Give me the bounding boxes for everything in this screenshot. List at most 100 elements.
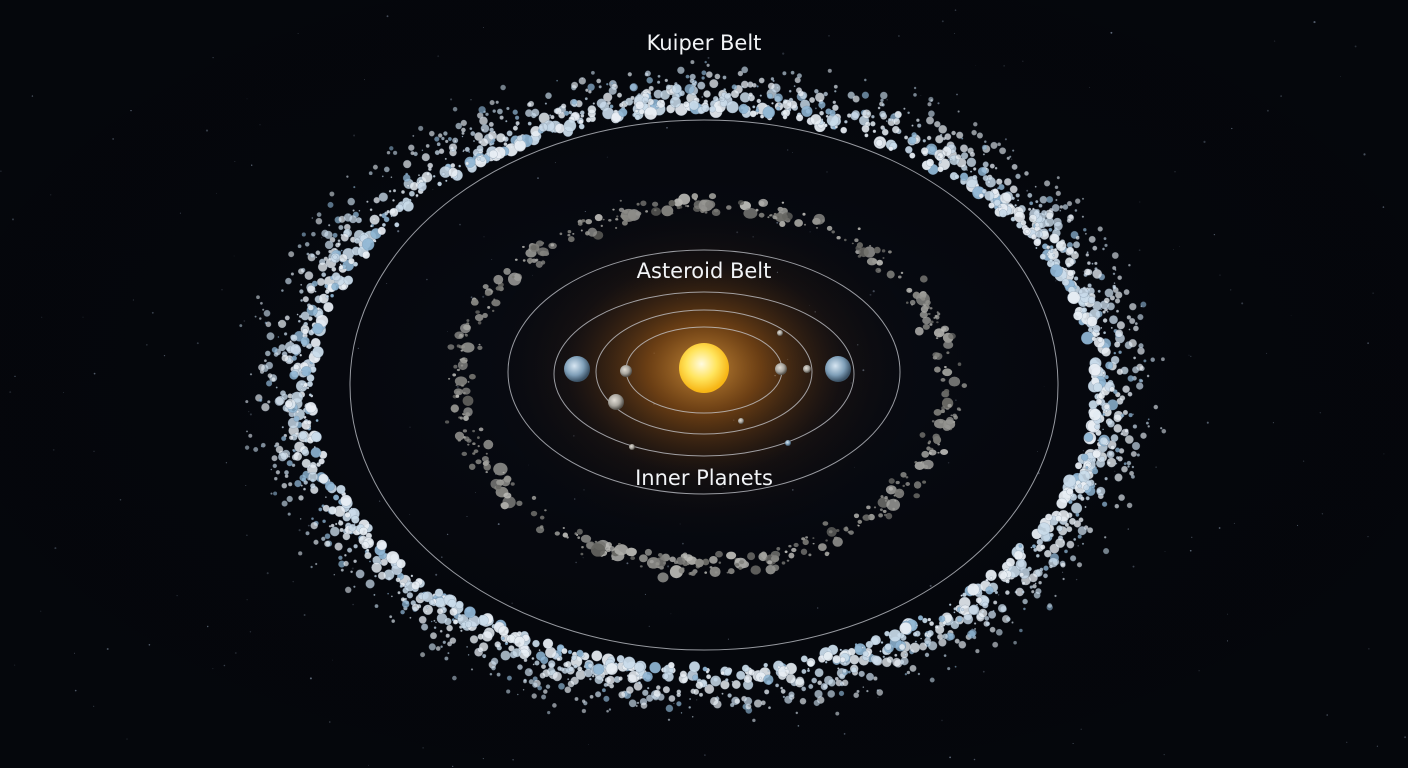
kuiper-object-icon (864, 133, 869, 138)
kuiper-object-icon (753, 699, 763, 708)
kuiper-object-icon (814, 689, 823, 699)
kuiper-object-icon (810, 113, 822, 126)
kuiper-object-icon (1086, 316, 1098, 327)
kuiper-object-icon (489, 99, 495, 106)
kuiper-object-icon (832, 104, 839, 112)
kuiper-object-icon (929, 677, 935, 683)
kuiper-object-icon (369, 214, 380, 225)
star-dot (584, 210, 586, 213)
kuiper-object-icon (271, 376, 276, 382)
kuiper-object-icon (347, 197, 356, 206)
kuiper-object-icon (909, 642, 921, 654)
kuiper-object-icon (608, 86, 617, 95)
kuiper-object-icon (627, 670, 640, 683)
kuiper-object-icon (927, 629, 934, 637)
kuiper-object-icon (1132, 366, 1140, 374)
kuiper-object-icon (667, 718, 671, 722)
kuiper-object-icon (1081, 307, 1088, 314)
kuiper-object-icon (340, 283, 347, 290)
asteroid-icon (947, 403, 952, 408)
kuiper-object-icon (1106, 302, 1115, 311)
kuiper-object-icon (1102, 428, 1104, 431)
kuiper-object-icon (585, 88, 589, 92)
star-dot (1114, 470, 1116, 472)
kuiper-object-icon (306, 386, 310, 390)
asteroid-icon (474, 314, 484, 322)
kuiper-object-icon (1087, 283, 1092, 288)
star-dot (1110, 31, 1113, 34)
kuiper-object-icon (695, 681, 704, 690)
kuiper-object-icon (1035, 199, 1039, 204)
kuiper-object-icon (571, 654, 577, 661)
asteroid-icon (940, 409, 945, 414)
kuiper-object-icon (879, 110, 887, 118)
kuiper-object-icon (449, 637, 457, 644)
kuiper-object-icon (556, 656, 561, 662)
asteroid-icon (467, 443, 470, 446)
kuiper-object-icon (324, 481, 335, 492)
kuiper-object-icon (1112, 285, 1117, 290)
kuiper-object-icon (850, 111, 860, 121)
asteroid-icon (464, 436, 470, 442)
asteroid-icon (702, 558, 710, 566)
kuiper-object-icon (1096, 486, 1106, 496)
star-dot (670, 613, 672, 615)
kuiper-object-icon (492, 109, 497, 113)
kuiper-object-icon (1094, 423, 1100, 430)
kuiper-object-icon (516, 693, 519, 696)
kuiper-object-icon (338, 264, 344, 270)
kuiper-object-icon (723, 668, 732, 676)
kuiper-object-icon (1104, 288, 1114, 298)
kuiper-object-icon (1024, 171, 1029, 176)
kuiper-object-icon (752, 105, 756, 109)
kuiper-object-icon (567, 678, 570, 681)
star-dot (266, 572, 269, 575)
star-dot (132, 299, 134, 301)
kuiper-object-icon (576, 649, 584, 657)
kuiper-object-icon (392, 150, 398, 156)
kuiper-object-icon (551, 647, 553, 650)
kuiper-object-icon (563, 110, 570, 116)
kuiper-object-icon (1056, 497, 1068, 509)
kuiper-object-icon (1081, 215, 1085, 218)
kuiper-object-icon (271, 455, 278, 462)
kuiper-object-icon (800, 655, 808, 663)
kuiper-object-icon (266, 332, 275, 341)
asteroid-icon (788, 544, 792, 548)
kuiper-object-icon (922, 617, 928, 624)
kuiper-object-icon (506, 106, 510, 111)
asteroid-icon (881, 249, 886, 253)
kuiper-object-icon (795, 87, 803, 94)
kuiper-object-icon (1067, 269, 1075, 277)
kuiper-object-icon (908, 152, 911, 154)
kuiper-object-icon (1069, 555, 1077, 562)
asteroid-icon (648, 565, 653, 569)
star-dot (920, 95, 922, 96)
kuiper-object-icon (861, 646, 864, 649)
star-dot (212, 56, 214, 59)
asteroid-icon (709, 566, 721, 577)
kuiper-object-icon (478, 139, 483, 144)
planet-icon (608, 394, 624, 410)
kuiper-object-icon (721, 692, 724, 695)
kuiper-object-icon (1134, 322, 1138, 326)
kuiper-object-icon (929, 145, 936, 153)
star-dot (1174, 171, 1176, 173)
star-dot (973, 758, 976, 761)
asteroid-icon (948, 376, 961, 387)
kuiper-object-icon (1073, 537, 1077, 541)
kuiper-object-icon (589, 677, 592, 681)
star-dot (1173, 249, 1174, 250)
kuiper-object-icon (318, 507, 323, 512)
asteroid-icon (531, 495, 537, 500)
asteroid-icon (522, 245, 525, 248)
kuiper-object-icon (301, 458, 311, 469)
kuiper-object-icon (764, 689, 770, 695)
kuiper-object-icon (975, 648, 980, 654)
kuiper-object-icon (397, 591, 401, 595)
kuiper-object-icon (376, 539, 388, 551)
kuiper-object-icon (374, 574, 377, 578)
kuiper-object-icon (1159, 426, 1163, 430)
kuiper-object-icon (692, 688, 700, 695)
kuiper-object-icon (676, 701, 682, 707)
